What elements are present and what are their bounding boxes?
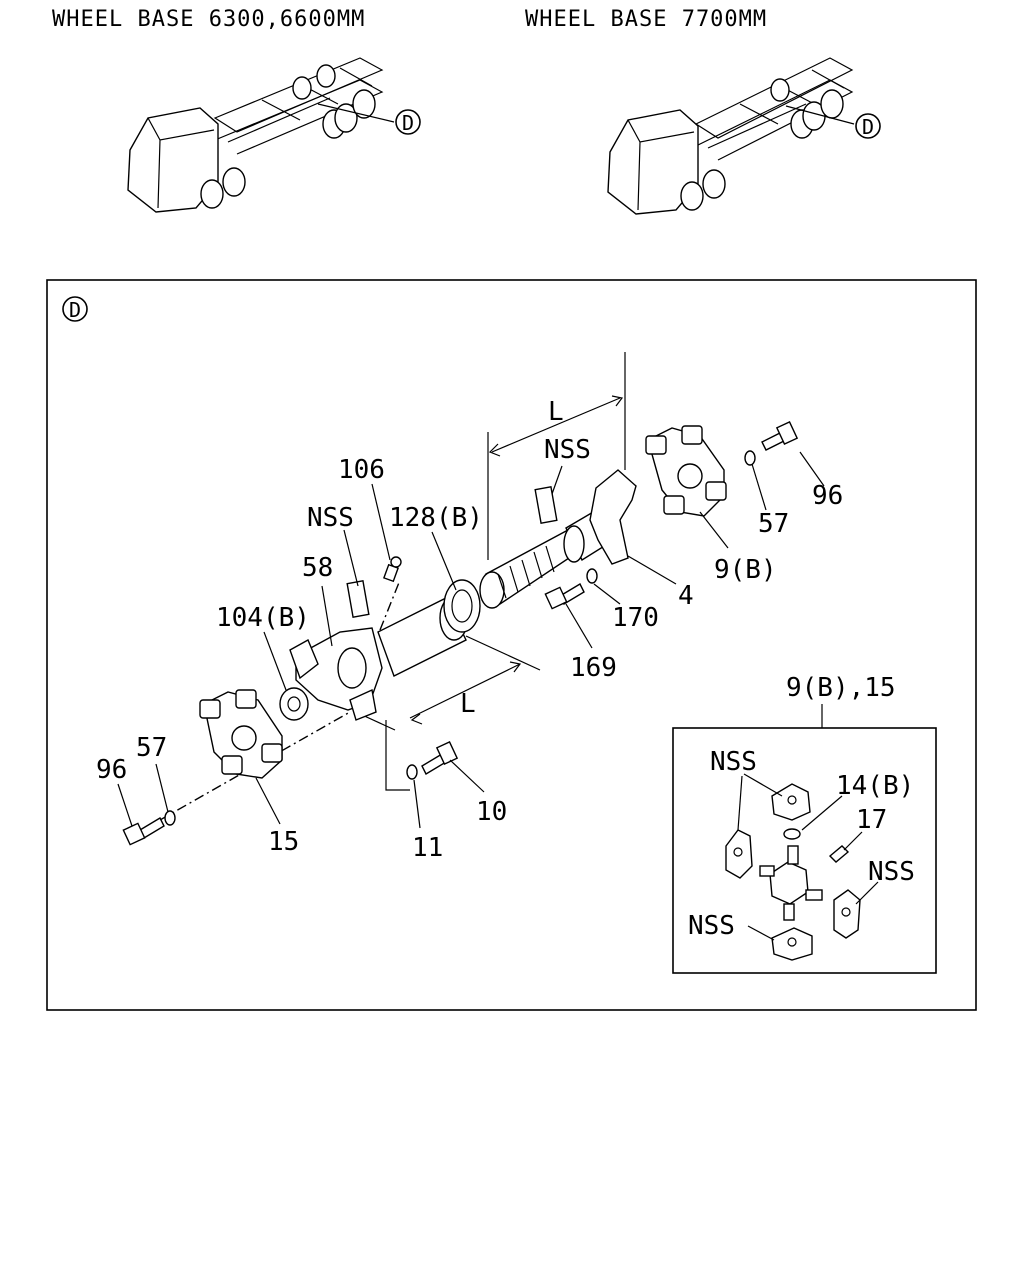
inset-title: 9(B),15	[786, 673, 896, 703]
dim-arrow-bottom-right	[509, 661, 522, 673]
dust-seal-ring	[443, 579, 481, 633]
bolt-96-right	[761, 420, 799, 451]
label-11: 11	[412, 833, 443, 863]
label-170: 170	[612, 603, 659, 633]
label-4: 4	[678, 581, 694, 611]
dim-arrow-bottom-left	[410, 713, 423, 725]
label-104b: 104(B)	[216, 603, 310, 633]
section-marker-circle	[62, 296, 88, 322]
inset-grease-fitting	[828, 845, 850, 863]
label-57-right: 57	[758, 509, 789, 539]
wheelbase-title-right: WHEEL BASE 7700MM	[525, 7, 767, 32]
wheelbase-title-left: WHEEL BASE 6300,6600MM	[52, 7, 365, 32]
main-diagram-frame	[46, 279, 977, 1011]
label-58: 58	[302, 553, 333, 583]
inset-label-nss-right: NSS	[868, 857, 915, 887]
leader-lines	[117, 451, 825, 829]
callout-d-circle-right	[855, 113, 881, 139]
universal-joint-lower	[199, 689, 283, 779]
label-128b: 128(B)	[389, 503, 483, 533]
label-10: 10	[476, 797, 507, 827]
washer-57-right	[744, 450, 756, 466]
tube-yoke	[289, 627, 383, 721]
label-nss-left: NSS	[307, 503, 354, 533]
inset-label-nss-bottom: NSS	[688, 911, 735, 941]
washer-170	[586, 568, 598, 584]
inset-bearing-cap-bottom	[771, 927, 813, 961]
label-57-left: 57	[136, 733, 167, 763]
washer-57-left	[164, 810, 176, 826]
section-marker: D	[69, 298, 81, 322]
truck-illustration-right	[607, 57, 855, 215]
washer-11	[406, 764, 418, 780]
inset-seal-ring	[783, 828, 801, 840]
inset-label-14b: 14(B)	[836, 771, 914, 801]
inset-bearing-cap-right	[833, 889, 861, 939]
callout-d-circle-left	[395, 109, 421, 135]
inset-label-17: 17	[856, 805, 887, 835]
label-9b: 9(B)	[714, 555, 777, 585]
truck-illustration-left	[127, 57, 395, 213]
inset-bearing-cap-top	[771, 783, 811, 821]
label-106: 106	[338, 455, 385, 485]
bolt-10	[421, 740, 459, 775]
inset-label-nss-top: NSS	[710, 747, 757, 777]
slip-yoke-shaft	[479, 469, 637, 609]
bolt-96-left	[122, 817, 165, 846]
inset-frame	[672, 727, 937, 974]
callout-d-left: D	[402, 111, 414, 135]
inset-spider	[759, 845, 823, 921]
dim-arrow-top-left	[488, 443, 501, 457]
inset-leaders	[737, 773, 879, 941]
center-bushing	[279, 687, 309, 721]
nameplate-left	[346, 580, 370, 618]
label-169: 169	[570, 653, 617, 683]
universal-joint-upper	[645, 425, 727, 517]
inset-bearing-cap-left	[725, 829, 753, 879]
dimension-label-bottom: L	[460, 689, 476, 719]
label-96-left: 96	[96, 755, 127, 785]
nameplate-right	[534, 486, 558, 524]
callout-d-right: D	[862, 115, 874, 139]
dim-arrow-top-right	[611, 395, 624, 407]
grease-fitting	[383, 556, 402, 583]
bolt-169	[544, 583, 585, 610]
label-15: 15	[268, 827, 299, 857]
label-nss-right: NSS	[544, 435, 591, 465]
label-96-right: 96	[812, 481, 843, 511]
dimension-label-top: L	[548, 397, 564, 427]
